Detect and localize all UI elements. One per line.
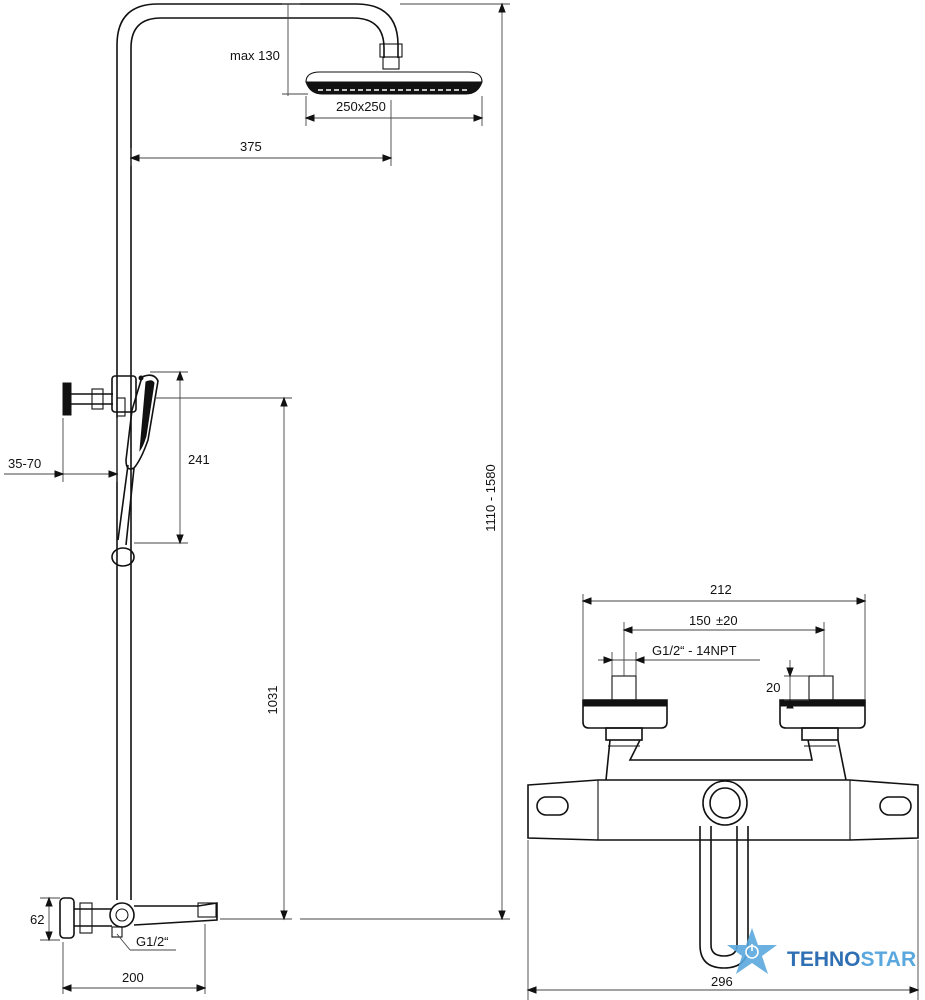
tehnostar-logo: TEHNOSTAR — [727, 928, 916, 974]
dimension-spout-62: 62 — [30, 896, 60, 942]
hand-shower — [111, 374, 159, 567]
label-inlet-tolerance: ±20 — [716, 613, 738, 628]
dimension-bottom-200: 200 — [61, 924, 207, 994]
dimension-mixer-296: 296 — [526, 840, 920, 1000]
label-arm-length: 375 — [240, 139, 262, 154]
label-slider-height: 1031 — [265, 686, 280, 715]
label-mixer-width: 212 — [710, 582, 732, 597]
column-mixer — [59, 897, 218, 939]
bath-mixer-front-view — [527, 675, 919, 969]
dimension-total-height: 1110 - 1580 — [300, 2, 510, 921]
dimension-max130: max 130 — [230, 3, 308, 96]
label-thread: G1/2“ - 14NPT — [652, 643, 737, 658]
label-total-height: 1110 - 1580 — [483, 464, 498, 531]
dimension-thread: G1/2“ - 14NPT — [598, 643, 760, 676]
dimension-hand-shower: 241 — [134, 370, 210, 545]
svg-text:TEHNOSTAR: TEHNOSTAR — [787, 948, 916, 971]
label-spout-62: 62 — [30, 912, 44, 927]
dimension-arm-length: 375 — [129, 100, 393, 166]
shower-column — [116, 3, 403, 900]
label-wall-bracket: 35-70 — [8, 456, 41, 471]
dimension-wall-bracket: 35-70 — [4, 418, 119, 482]
brand-part1: TEHNO — [787, 948, 861, 971]
label-inlet-spacing: 150 — [689, 613, 711, 628]
label-max130: max 130 — [230, 48, 280, 63]
dimension-head-size: 250x250 — [304, 96, 484, 126]
dimension-mixer-width: 212 — [581, 582, 867, 700]
label-mixer-296: 296 — [711, 974, 733, 989]
rain-shower-head — [305, 71, 483, 95]
label-bottom-200: 200 — [122, 970, 144, 985]
dimension-bottom-thread: G1/2“ — [116, 933, 176, 951]
label-hand-shower: 241 — [188, 452, 210, 467]
dimension-inlet-spacing: 150 ±20 — [622, 613, 826, 676]
label-head-size: 250x250 — [336, 99, 386, 114]
label-connector-20: 20 — [766, 680, 780, 695]
hand-shower-slider — [62, 375, 137, 417]
label-bottom-thread: G1/2“ — [136, 934, 169, 949]
dimension-connector-20: 20 — [766, 660, 809, 709]
brand-part2: STAR — [861, 948, 917, 971]
dimension-slider-height: 1031 — [155, 396, 292, 921]
